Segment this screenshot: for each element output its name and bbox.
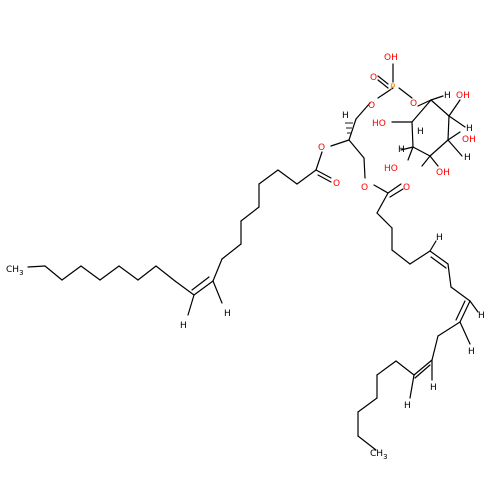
h-ring-5: H — [464, 153, 471, 163]
h-ring-1: H — [444, 91, 451, 101]
h-ring-2: H — [466, 124, 473, 134]
h-label-1: H — [180, 321, 187, 331]
phosphate-double-o: O — [370, 73, 377, 83]
atom-labels: CH3 H H O O H O O O P OH O O H OH H H OH… — [6, 53, 485, 461]
oleoyl-chain — [27, 151, 332, 316]
h-db-2: H — [478, 311, 485, 321]
ch3-label-oleoyl: CH3 — [6, 265, 24, 277]
carbonyl-oxygen-2: O — [403, 183, 410, 193]
h-db-5: H — [404, 401, 411, 411]
phosphorus-label: P — [390, 83, 396, 93]
ring-ho-2: HO — [384, 164, 398, 174]
inositol-ring — [391, 95, 466, 167]
h-ring-4: H — [398, 145, 405, 155]
ring-oh-3: OH — [436, 168, 450, 178]
h-db-4: H — [430, 383, 437, 393]
ester-oxygen-2: O — [361, 183, 368, 193]
phosphate-oh: OH — [384, 53, 398, 63]
ch3-label-linoleoyl: CH3 — [370, 449, 388, 461]
phosphate-ring-o: O — [410, 99, 417, 109]
linoleoyl-chain — [357, 183, 479, 451]
h-db-3: H — [468, 347, 475, 357]
h-db-1: H — [436, 233, 443, 243]
ring-oh-1: OH — [456, 91, 470, 101]
ester-oxygen-1: O — [318, 143, 325, 153]
glycerol-oxygen-p: O — [368, 101, 375, 111]
h-label-2: H — [224, 309, 231, 319]
h-label-glycerol: H — [342, 111, 349, 121]
ring-oh-2: OH — [462, 135, 476, 145]
carbonyl-oxygen-1: O — [333, 179, 340, 189]
h-ring-3: H — [417, 127, 424, 137]
ring-ho-1: HO — [372, 119, 386, 129]
phosphate-group — [377, 63, 413, 99]
glycerol-backbone — [330, 102, 371, 179]
